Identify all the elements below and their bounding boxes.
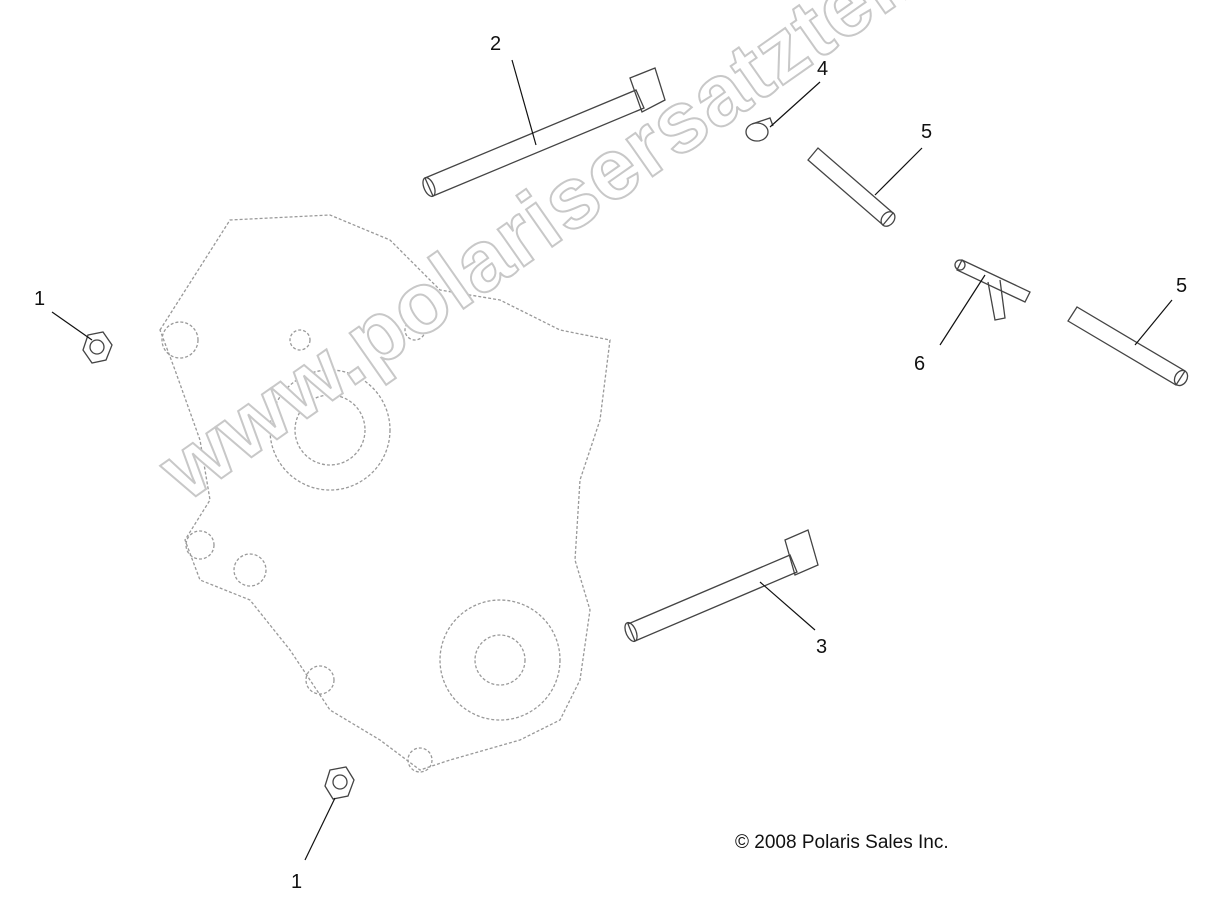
bolt-long-lower: [624, 529, 819, 643]
callout-1-bottom: 1: [291, 871, 302, 893]
hose-upper: [807, 147, 896, 227]
callout-6: 6: [914, 353, 925, 375]
callout-4: 4: [817, 58, 828, 80]
bolt-long-upper: [422, 67, 666, 198]
gearcase-housing: [159, 214, 611, 773]
callout-3: 3: [816, 636, 827, 658]
callout-1-left: 1: [34, 288, 45, 310]
callout-2: 2: [490, 33, 501, 55]
copyright-notice: © 2008 Polaris Sales Inc.: [735, 832, 949, 853]
flange-nut-bottom: [324, 766, 355, 800]
hose-right: [1067, 306, 1189, 387]
callout-5-right: 5: [1176, 275, 1187, 297]
t-fitting: [954, 259, 1031, 321]
leader-lines: [51, 59, 1173, 861]
hose-clamp: [745, 117, 774, 142]
callout-5-upper: 5: [921, 121, 932, 143]
flange-nut-left: [82, 331, 113, 364]
callout-labels: 2 4 5 1 6 5 3 1: [34, 33, 1187, 893]
